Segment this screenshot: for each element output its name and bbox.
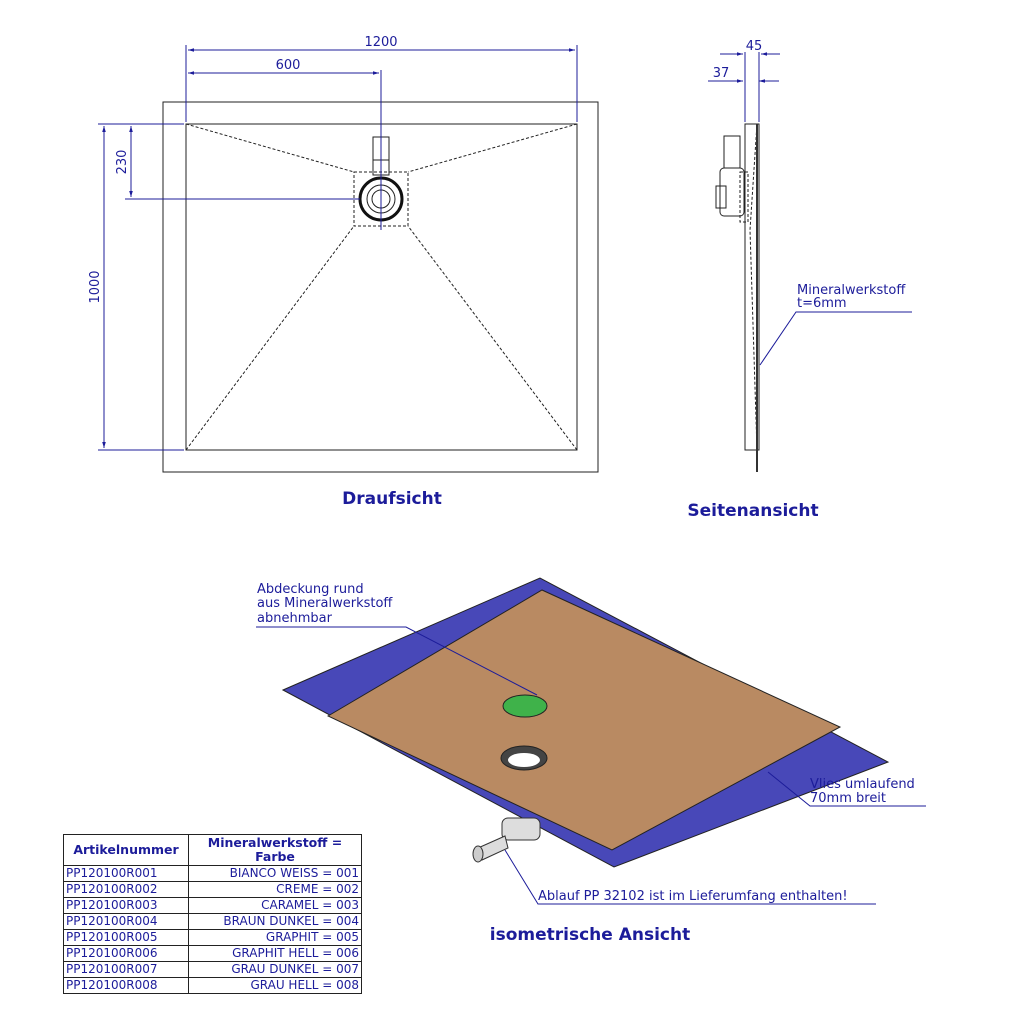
material-note-line2: t=6mm — [797, 296, 847, 311]
drain-note: Ablauf PP 32102 ist im Lieferumfang enth… — [538, 889, 848, 904]
top-view: 1200 600 1000 230 Draufsicht — [88, 35, 599, 509]
dim-width-total: 1200 — [364, 35, 397, 50]
tray-surface — [326, 589, 842, 851]
cover-note-line2: aus Mineralwerkstoff — [257, 596, 393, 611]
dim-side-37: 37 — [713, 66, 730, 81]
cover-note-line3: abnehmbar — [257, 611, 333, 626]
dim-width-half: 600 — [276, 58, 301, 73]
article-number-cell: PP120100R002 — [63, 881, 189, 898]
article-number-cell: PP120100R008 — [63, 977, 189, 994]
drain-hole — [500, 745, 548, 771]
article-table: Artikelnummer Mineralwerkstoff = Farbe P… — [63, 834, 362, 994]
color-cell: CARAMEL = 003 — [188, 897, 362, 914]
fleece-note-line2: 70mm breit — [810, 791, 886, 806]
article-number-cell: PP120100R001 — [63, 865, 189, 882]
article-number-cell: PP120100R006 — [63, 945, 189, 962]
article-number-cell: PP120100R005 — [63, 929, 189, 946]
dim-drain-offset: 230 — [115, 150, 130, 175]
color-cell: GRAU HELL = 008 — [188, 977, 362, 994]
color-cell: CREME = 002 — [188, 881, 362, 898]
side-view-title: Seitenansicht — [687, 501, 818, 521]
dim-side-45: 45 — [746, 39, 763, 54]
slope-lines — [185, 123, 578, 451]
color-cell: BRAUN DUNKEL = 004 — [188, 913, 362, 930]
iso-view-title: isometrische Ansicht — [490, 925, 690, 945]
side-outline — [744, 123, 760, 451]
color-cell: BIANCO WEISS = 001 — [188, 865, 362, 882]
fleece-note-line1: Vlies umlaufend — [810, 777, 915, 792]
color-cell: GRAU DUNKEL = 007 — [188, 961, 362, 978]
cover-note-line1: Abdeckung rund — [257, 582, 364, 597]
side-view: 45 37 Mineralwerkstoff t=6mm Seitenansic… — [687, 39, 912, 521]
article-number-cell: PP120100R003 — [63, 897, 189, 914]
material-note-line1: Mineralwerkstoff — [797, 283, 906, 298]
isometric-view: Abdeckung rund aus Mineralwerkstoff abne… — [256, 577, 926, 945]
color-cell: GRAPHIT HELL = 006 — [188, 945, 362, 962]
dim-depth-total: 1000 — [88, 270, 103, 303]
drain-pipe-icon — [472, 817, 541, 863]
color-cell: GRAPHIT = 005 — [188, 929, 362, 946]
top-view-title: Draufsicht — [342, 489, 442, 509]
header-article-number: Artikelnummer — [63, 834, 189, 866]
article-number-cell: PP120100R007 — [63, 961, 189, 978]
round-cover — [502, 694, 548, 718]
article-number-cell: PP120100R004 — [63, 913, 189, 930]
header-material-color: Mineralwerkstoff = Farbe — [188, 834, 362, 866]
side-drain-icon — [715, 135, 749, 223]
